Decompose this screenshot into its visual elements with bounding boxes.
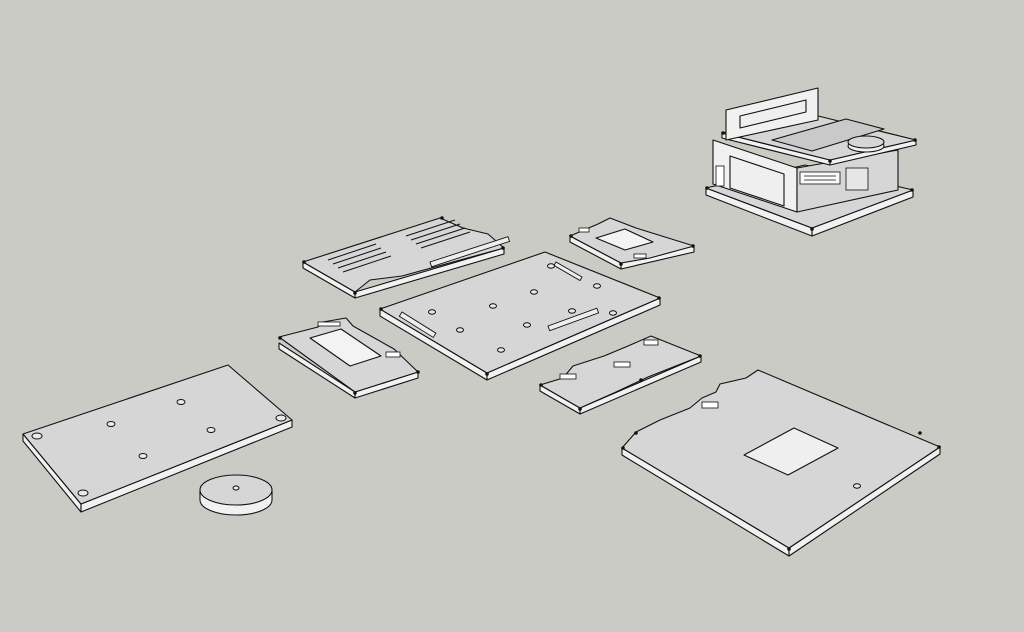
frame-plate-small[interactable] [278,317,420,399]
frame-plate-tabs [278,321,420,395]
square-opening-plate[interactable] [621,369,941,557]
deck-holes [379,263,661,376]
rail-slots [302,216,505,295]
slotted-rail-plate[interactable] [302,216,505,299]
assembled-enclosure[interactable] [705,87,917,237]
large-base-plate[interactable] [22,364,293,513]
base-plate-holes [31,399,287,497]
deck-slots [398,236,600,339]
side-bracket-tabs [569,227,695,266]
main-deck-plate[interactable] [379,236,661,381]
tab-bracket-notches [539,339,702,411]
side-bracket-top-right[interactable] [569,217,695,270]
square-plate-tabs [621,401,941,551]
enclosure-corners [705,131,917,231]
round-disc[interactable] [199,474,273,516]
tab-bracket-lower[interactable] [539,335,702,415]
enclosure-internals [715,165,869,191]
